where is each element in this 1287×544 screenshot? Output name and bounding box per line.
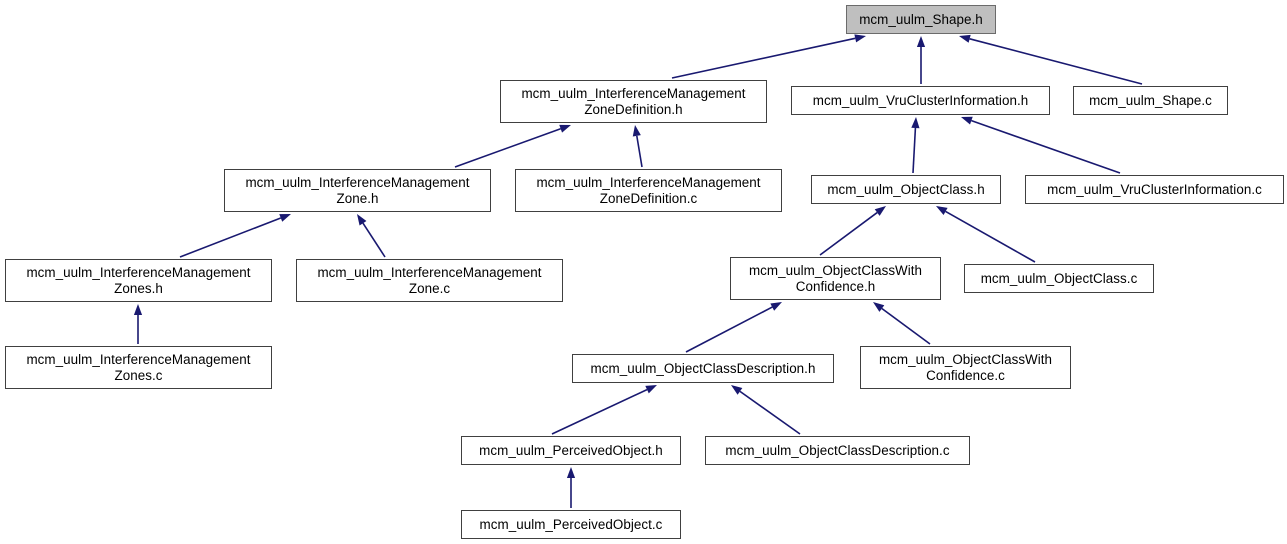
graph-node-label: mcm_uulm_VruClusterInformation.h bbox=[812, 92, 1029, 108]
edge-arrowhead bbox=[911, 117, 920, 129]
graph-node-label: mcm_uulm_ObjectClassDescription.h bbox=[590, 360, 816, 376]
graph-node-vci_c[interactable]: mcm_uulm_VruClusterInformation.c bbox=[1025, 175, 1284, 204]
edge-line bbox=[454, 127, 561, 168]
graph-node-vci_h[interactable]: mcm_uulm_VruClusterInformation.h bbox=[791, 86, 1050, 115]
edge-line bbox=[362, 222, 386, 258]
edge-line bbox=[739, 390, 801, 435]
graph-node-label: mcm_uulm_InterferenceManagement ZoneDefi… bbox=[521, 86, 746, 117]
edge-arrowhead bbox=[874, 206, 886, 216]
edge-arrowhead bbox=[854, 34, 866, 43]
graph-node-label: mcm_uulm_PerceivedObject.c bbox=[479, 516, 663, 532]
graph-node-imzd_h[interactable]: mcm_uulm_InterferenceManagement ZoneDefi… bbox=[500, 80, 767, 123]
edge-arrowhead bbox=[133, 304, 143, 315]
edge-arrowhead bbox=[357, 214, 367, 226]
edge-arrowhead bbox=[559, 124, 571, 133]
edge-line bbox=[819, 211, 878, 256]
graph-node-label: mcm_uulm_InterferenceManagement ZoneDefi… bbox=[536, 175, 761, 206]
edge-line bbox=[685, 306, 773, 353]
graph-node-label: mcm_uulm_VruClusterInformation.c bbox=[1047, 181, 1262, 197]
edge-line bbox=[671, 37, 856, 79]
edge-arrowhead bbox=[770, 302, 782, 311]
graph-node-imzs_h[interactable]: mcm_uulm_InterferenceManagement Zones.h bbox=[5, 259, 272, 302]
edge-line bbox=[636, 135, 643, 168]
graph-node-label: mcm_uulm_ObjectClassWith Confidence.h bbox=[748, 263, 923, 294]
graph-node-ocwc_h[interactable]: mcm_uulm_ObjectClassWith Confidence.h bbox=[730, 257, 941, 300]
graph-node-po_h[interactable]: mcm_uulm_PerceivedObject.h bbox=[461, 436, 681, 465]
graph-node-label: mcm_uulm_PerceivedObject.h bbox=[479, 442, 663, 458]
graph-node-oc_c[interactable]: mcm_uulm_ObjectClass.c bbox=[964, 264, 1154, 293]
graph-node-shape_h[interactable]: mcm_uulm_Shape.h bbox=[846, 5, 996, 34]
edge-line bbox=[551, 388, 648, 435]
graph-node-label: mcm_uulm_Shape.c bbox=[1089, 92, 1212, 108]
edge-line bbox=[945, 210, 1036, 263]
graph-node-label: mcm_uulm_InterferenceManagement Zone.h bbox=[245, 175, 470, 206]
graph-node-label: mcm_uulm_ObjectClassDescription.c bbox=[725, 442, 950, 458]
edge-line bbox=[969, 38, 1143, 85]
edge-arrowhead bbox=[731, 385, 743, 395]
graph-node-label: mcm_uulm_ObjectClass.c bbox=[980, 270, 1138, 286]
graph-node-label: mcm_uulm_ObjectClassWith Confidence.c bbox=[878, 352, 1053, 383]
graph-node-shape_c[interactable]: mcm_uulm_Shape.c bbox=[1073, 86, 1228, 115]
edge-arrowhead bbox=[632, 125, 641, 137]
graph-node-label: mcm_uulm_InterferenceManagement Zones.c bbox=[26, 352, 251, 383]
graph-node-label: mcm_uulm_ObjectClass.h bbox=[827, 181, 985, 197]
graph-node-po_c[interactable]: mcm_uulm_PerceivedObject.c bbox=[461, 510, 681, 539]
graph-node-imz_c[interactable]: mcm_uulm_InterferenceManagement Zone.c bbox=[296, 259, 563, 302]
graph-node-ocwc_c[interactable]: mcm_uulm_ObjectClassWith Confidence.c bbox=[860, 346, 1071, 389]
edge-arrowhead bbox=[916, 36, 926, 47]
graph-node-label: mcm_uulm_InterferenceManagement Zone.c bbox=[317, 265, 542, 296]
edge-line bbox=[881, 307, 931, 345]
edge-line bbox=[971, 119, 1121, 174]
graph-node-imzs_c[interactable]: mcm_uulm_InterferenceManagement Zones.c bbox=[5, 346, 272, 389]
edge-arrowhead bbox=[936, 206, 948, 215]
edge-line bbox=[179, 217, 282, 258]
edge-arrowhead bbox=[566, 467, 576, 478]
edge-arrowhead bbox=[961, 116, 973, 125]
edge-arrowhead bbox=[645, 385, 657, 394]
graph-node-ocd_h[interactable]: mcm_uulm_ObjectClassDescription.h bbox=[572, 354, 834, 383]
graph-node-label: mcm_uulm_Shape.h bbox=[859, 11, 983, 27]
graph-node-oc_h[interactable]: mcm_uulm_ObjectClass.h bbox=[811, 175, 1001, 204]
graph-node-label: mcm_uulm_InterferenceManagement Zones.h bbox=[26, 265, 251, 296]
edge-arrowhead bbox=[959, 34, 971, 43]
edge-arrowhead bbox=[873, 302, 885, 312]
graph-node-ocd_c[interactable]: mcm_uulm_ObjectClassDescription.c bbox=[705, 436, 970, 465]
edge-line bbox=[912, 127, 917, 174]
edge-arrowhead bbox=[279, 214, 291, 222]
graph-node-imz_h[interactable]: mcm_uulm_InterferenceManagement Zone.h bbox=[224, 169, 491, 212]
graph-node-imzd_c[interactable]: mcm_uulm_InterferenceManagement ZoneDefi… bbox=[515, 169, 782, 212]
